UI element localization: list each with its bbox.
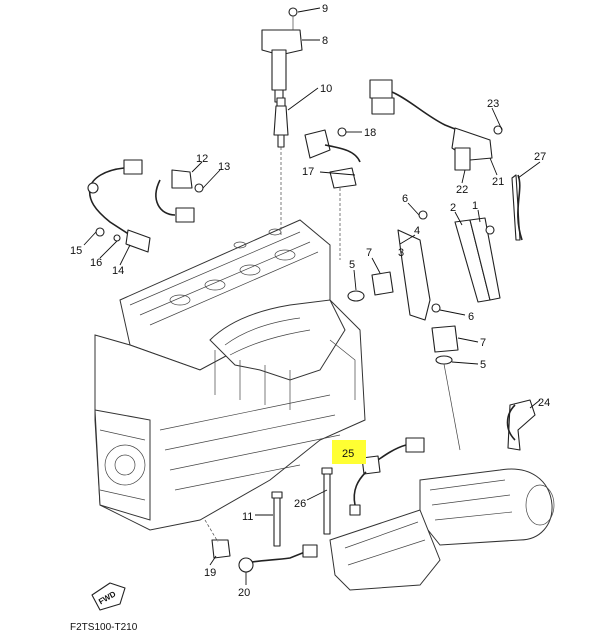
callout-20: 20 — [238, 587, 250, 599]
callout-4: 4 — [414, 225, 420, 237]
callout-8: 8 — [322, 35, 328, 47]
callout-11: 11 — [242, 511, 253, 523]
bolt-11 — [271, 491, 283, 547]
callout-10: 10 — [320, 83, 332, 95]
callout-labels: 9 8 10 18 17 23 21 22 27 12 13 6 2 1 4 3… — [70, 3, 550, 599]
sensor-24 — [506, 399, 536, 451]
callout-25: 25 — [342, 448, 354, 460]
callout-5-bottom: 5 — [480, 359, 486, 371]
callout-19: 19 — [204, 567, 216, 579]
bracket-assembly — [347, 210, 501, 451]
ignition-coil — [261, 7, 303, 103]
callout-27: 27 — [534, 151, 546, 163]
callout-14: 14 — [112, 265, 124, 277]
callout-6-top: 6 — [402, 193, 408, 205]
callout-6-bottom: 6 — [468, 311, 474, 323]
callout-3: 3 — [398, 247, 404, 259]
callout-26: 26 — [294, 498, 306, 510]
diagram-code: F2TS100-T210 — [70, 622, 138, 633]
callout-15: 15 — [70, 245, 82, 257]
harness-connector — [369, 79, 503, 171]
callout-21: 21 — [492, 176, 504, 188]
sensor-25 — [349, 437, 425, 516]
callout-5-top: 5 — [349, 259, 355, 271]
callout-22: 22 — [456, 184, 468, 196]
callout-18: 18 — [364, 127, 376, 139]
callout-16: 16 — [90, 257, 102, 269]
callout-17: 17 — [302, 166, 314, 178]
engine-block — [94, 219, 366, 531]
sensor-14 — [87, 159, 151, 253]
sensor-19-20 — [204, 519, 318, 573]
callout-13: 13 — [218, 161, 230, 173]
bolt-26 — [321, 467, 333, 535]
callout-7-top: 7 — [366, 247, 372, 259]
callout-12: 12 — [196, 153, 208, 165]
callout-23: 23 — [487, 98, 499, 110]
callout-2: 2 — [450, 202, 456, 214]
callout-24: 24 — [538, 397, 550, 409]
temp-sensor — [155, 169, 204, 223]
callout-7-bottom: 7 — [480, 337, 486, 349]
fwd-arrow-icon — [91, 582, 126, 611]
spark-plug — [273, 97, 289, 235]
rod-27 — [511, 174, 523, 241]
callout-9: 9 — [322, 3, 328, 15]
highlight-box — [332, 440, 366, 464]
callout-1: 1 — [472, 200, 478, 212]
leader-lines — [83, 7, 541, 585]
exhaust-pipe — [329, 468, 555, 591]
